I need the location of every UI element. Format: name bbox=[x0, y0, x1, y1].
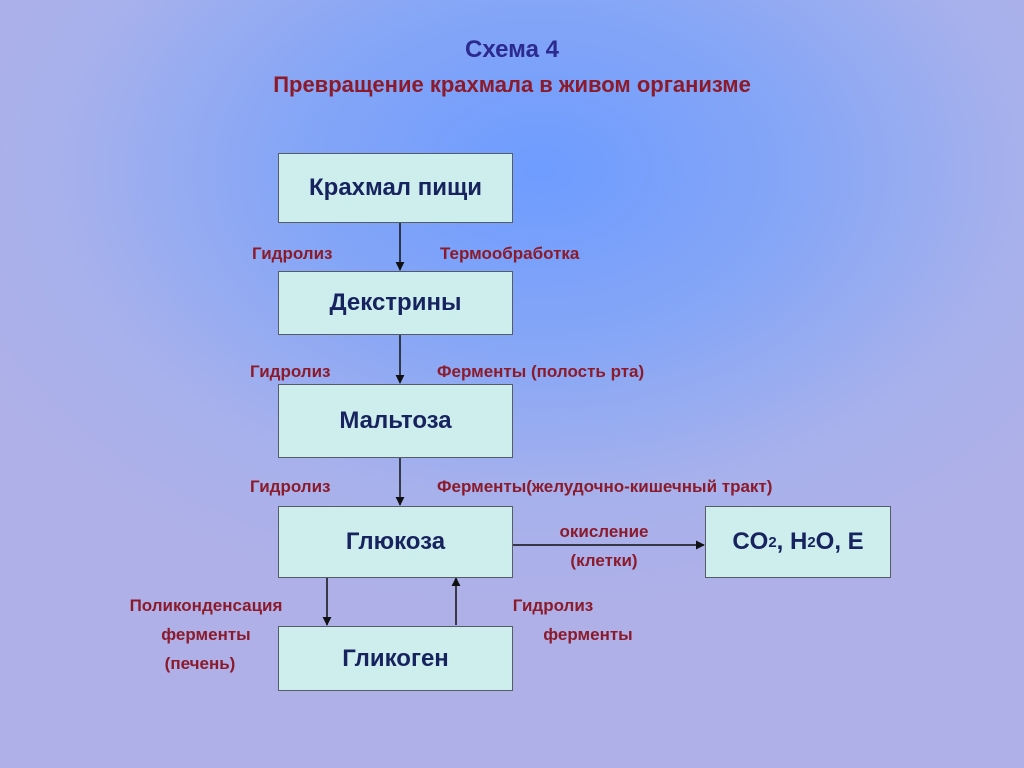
polycondensation-label: Поликонденсация bbox=[129, 596, 283, 615]
products-h-subscript: 2 bbox=[807, 533, 816, 551]
node-glucose: Глюкоза bbox=[278, 506, 513, 578]
products-co-subscript: 2 bbox=[768, 533, 777, 551]
polycondensation-enzymes-label: ферменты bbox=[161, 625, 251, 644]
products-tail: O, E bbox=[815, 528, 864, 555]
edge1-left-label: Гидролиз bbox=[252, 244, 333, 263]
scheme-number: Схема 4 bbox=[465, 36, 559, 63]
products-h: , H bbox=[776, 528, 808, 555]
glycogen-hydrolysis-enzymes-label: ферменты bbox=[543, 625, 633, 644]
edge2-left-label: Гидролиз bbox=[250, 362, 331, 381]
edge2-right-label: Ферменты (полость рта) bbox=[437, 362, 645, 381]
glycogen-hydrolysis-label: Гидролиз bbox=[512, 596, 594, 615]
cells-label: (клетки) bbox=[570, 551, 638, 570]
node-maltose: Мальтоза bbox=[278, 384, 513, 458]
edge1-right-label: Термообработка bbox=[440, 244, 580, 263]
edge3-right-label: Ферменты(желудочно-кишечный тракт) bbox=[437, 477, 773, 496]
oxidation-label: окисление bbox=[559, 522, 649, 541]
node-dextrins: Декстрины bbox=[278, 271, 513, 335]
edge3-left-label: Гидролиз bbox=[250, 477, 331, 496]
node-glycogen: Гликоген bbox=[278, 626, 513, 691]
diagram-title: Превращение крахмала в живом организме bbox=[273, 72, 751, 97]
node-starch: Крахмал пищи bbox=[278, 153, 513, 223]
products-co: CO bbox=[732, 528, 769, 555]
polycondensation-liver-label: (печень) bbox=[164, 654, 236, 673]
